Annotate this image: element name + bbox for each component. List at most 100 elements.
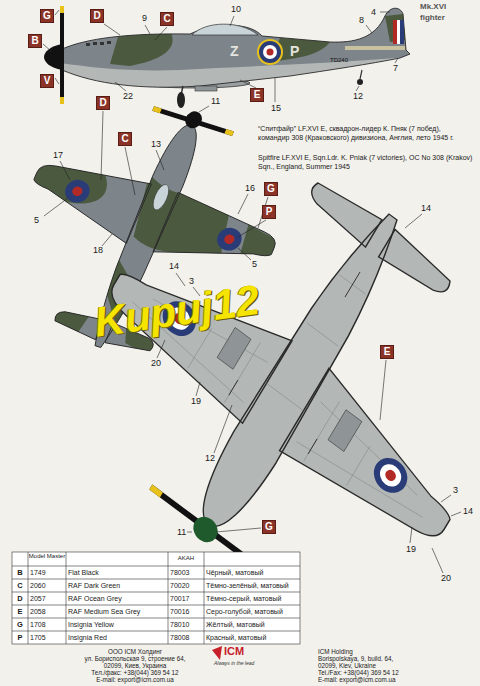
table-cell: 78008	[168, 634, 206, 642]
paint-code-letter: B	[31, 36, 38, 46]
callout-number: 15	[270, 104, 282, 113]
callout-number: 18	[92, 246, 104, 255]
callout-number: 14	[420, 204, 432, 213]
callout-number: 11	[176, 528, 187, 537]
footer-text: Tel./Fax: +38(044) 369 54 12	[318, 669, 399, 676]
footer-text: 02099, Киев, Украина	[60, 662, 210, 669]
heading-text: fighter	[420, 14, 445, 22]
table-header: Model Master	[28, 553, 66, 560]
leader-lines	[43, 10, 461, 573]
paint-callout-box: G	[264, 182, 278, 196]
footer-text: Тел./факс: +38(044) 369 54 12	[60, 669, 210, 676]
table-cell: Тёмно-зелёный, матовый	[204, 582, 302, 590]
table-cell: Insignia Yellow	[66, 621, 170, 629]
table-cell: Красный, матовый	[204, 634, 302, 642]
table-cell: 2057	[28, 595, 68, 603]
table-cell: RAF Medium Sea Grey	[66, 608, 170, 616]
paint-code-letter: D	[93, 11, 100, 21]
paint-code-letter: G	[267, 184, 275, 194]
paint-code-letter: E	[254, 90, 261, 100]
paint-code-letter: D	[99, 98, 106, 108]
paint-callout-box: E	[250, 88, 264, 102]
callout-number: 16	[244, 184, 256, 193]
callout-number: 4	[370, 8, 377, 17]
callout-number: 14	[462, 507, 474, 516]
fuselage-code-letter: Z	[230, 44, 239, 58]
table-cell: 70016	[168, 608, 206, 616]
table-cell: D	[12, 595, 28, 603]
paint-code-letter: V	[44, 76, 51, 86]
table-cell: RAF Dark Green	[66, 582, 170, 590]
paint-code-letter: C	[163, 14, 170, 24]
callout-number: 7	[392, 64, 399, 73]
callout-number: 20	[150, 359, 162, 368]
paint-callout-box: P	[262, 205, 276, 219]
paint-callout-box: B	[28, 34, 42, 48]
side-view	[40, 0, 420, 108]
table-cell: Чёрный, матовый	[204, 569, 302, 577]
footer-text: E-mail: export@icm.com.ua	[318, 676, 395, 683]
callout-number: 9	[141, 14, 148, 23]
table-cell: Insignia Red	[66, 634, 170, 642]
callout-number: 11	[210, 97, 221, 106]
table-cell: B	[12, 569, 28, 577]
footer-text: ул. Бориспольская 9, строение 64,	[60, 655, 210, 662]
table-cell: 1705	[28, 634, 68, 642]
table-cell: E	[12, 608, 28, 616]
table-cell: 1749	[28, 569, 68, 577]
paint-callout-box: E	[380, 345, 394, 359]
table-cell: P	[12, 634, 28, 642]
table-cell: Жёлтый, матовый	[204, 621, 302, 629]
callout-number: 19	[405, 545, 417, 554]
heading-text: Mk.XVI	[420, 3, 446, 11]
table-cell: 1708	[28, 621, 68, 629]
table-cell: Серо-голубой, матовый	[204, 608, 302, 616]
serial-number: TD240	[330, 57, 348, 63]
paint-callout-box: V	[40, 74, 54, 88]
paint-code-letter: C	[121, 134, 128, 144]
paint-callout-box: D	[96, 96, 110, 110]
logo-tagline: Always in the lead	[214, 661, 254, 666]
table-cell: 2058	[28, 608, 68, 616]
footer-text: 02099, Kiev, Ukraine	[318, 662, 376, 669]
callout-number: 13	[150, 140, 162, 149]
table-cell: 78003	[168, 569, 206, 577]
callout-number: 8	[358, 16, 365, 25]
fuselage-code-letter: P	[290, 44, 299, 58]
scheme-caption: Spitfire LF.XVI E, Sqn.Ldr. K. Pniak (7 …	[258, 153, 474, 171]
table-cell: G	[12, 621, 28, 629]
callout-number: 5	[251, 260, 258, 269]
table-cell: 2060	[28, 582, 68, 590]
paint-code-letter: E	[384, 347, 391, 357]
table-cell: RAF Ocean Grey	[66, 595, 170, 603]
footer-text: Borispolskaya, 9, build. 64,	[318, 655, 393, 662]
callout-number: 17	[52, 151, 64, 160]
callout-number: 3	[188, 277, 195, 286]
callout-number: 20	[440, 574, 452, 583]
logo-mark	[212, 646, 222, 660]
paint-code-letter: P	[266, 207, 273, 217]
table-header: AKAH	[168, 555, 204, 562]
paint-code-letter: G	[43, 11, 51, 21]
paint-callout-box: C	[160, 12, 174, 26]
callout-number: 12	[204, 454, 216, 463]
paint-callout-box: G	[40, 9, 54, 23]
table-cell: Flat Black	[66, 569, 170, 577]
paint-callout-box: G	[262, 520, 276, 534]
footer-text: ICM Holding	[318, 648, 353, 655]
footer-text: E-mail: export@icm.com.ua	[60, 676, 210, 683]
table-cell: 78010	[168, 621, 206, 629]
scheme-caption: “Спитфайр” LF.XVI E, сквадрон-лидер К. П…	[258, 124, 474, 142]
footer-text: ООО ICM Холдинг	[60, 648, 210, 655]
paint-code-letter: G	[265, 522, 273, 532]
table-cell: C	[12, 582, 28, 590]
callout-number: 22	[122, 92, 134, 101]
callout-number: 3	[452, 486, 459, 495]
table-cell: 70017	[168, 595, 206, 603]
callout-number: 14	[168, 262, 180, 271]
callout-number: 12	[352, 92, 364, 101]
callout-number: 10	[230, 5, 242, 14]
table-cell: Тёмно-серый, матовый	[204, 595, 302, 603]
callout-number: 5	[33, 216, 40, 225]
paint-callout-box: C	[118, 132, 132, 146]
